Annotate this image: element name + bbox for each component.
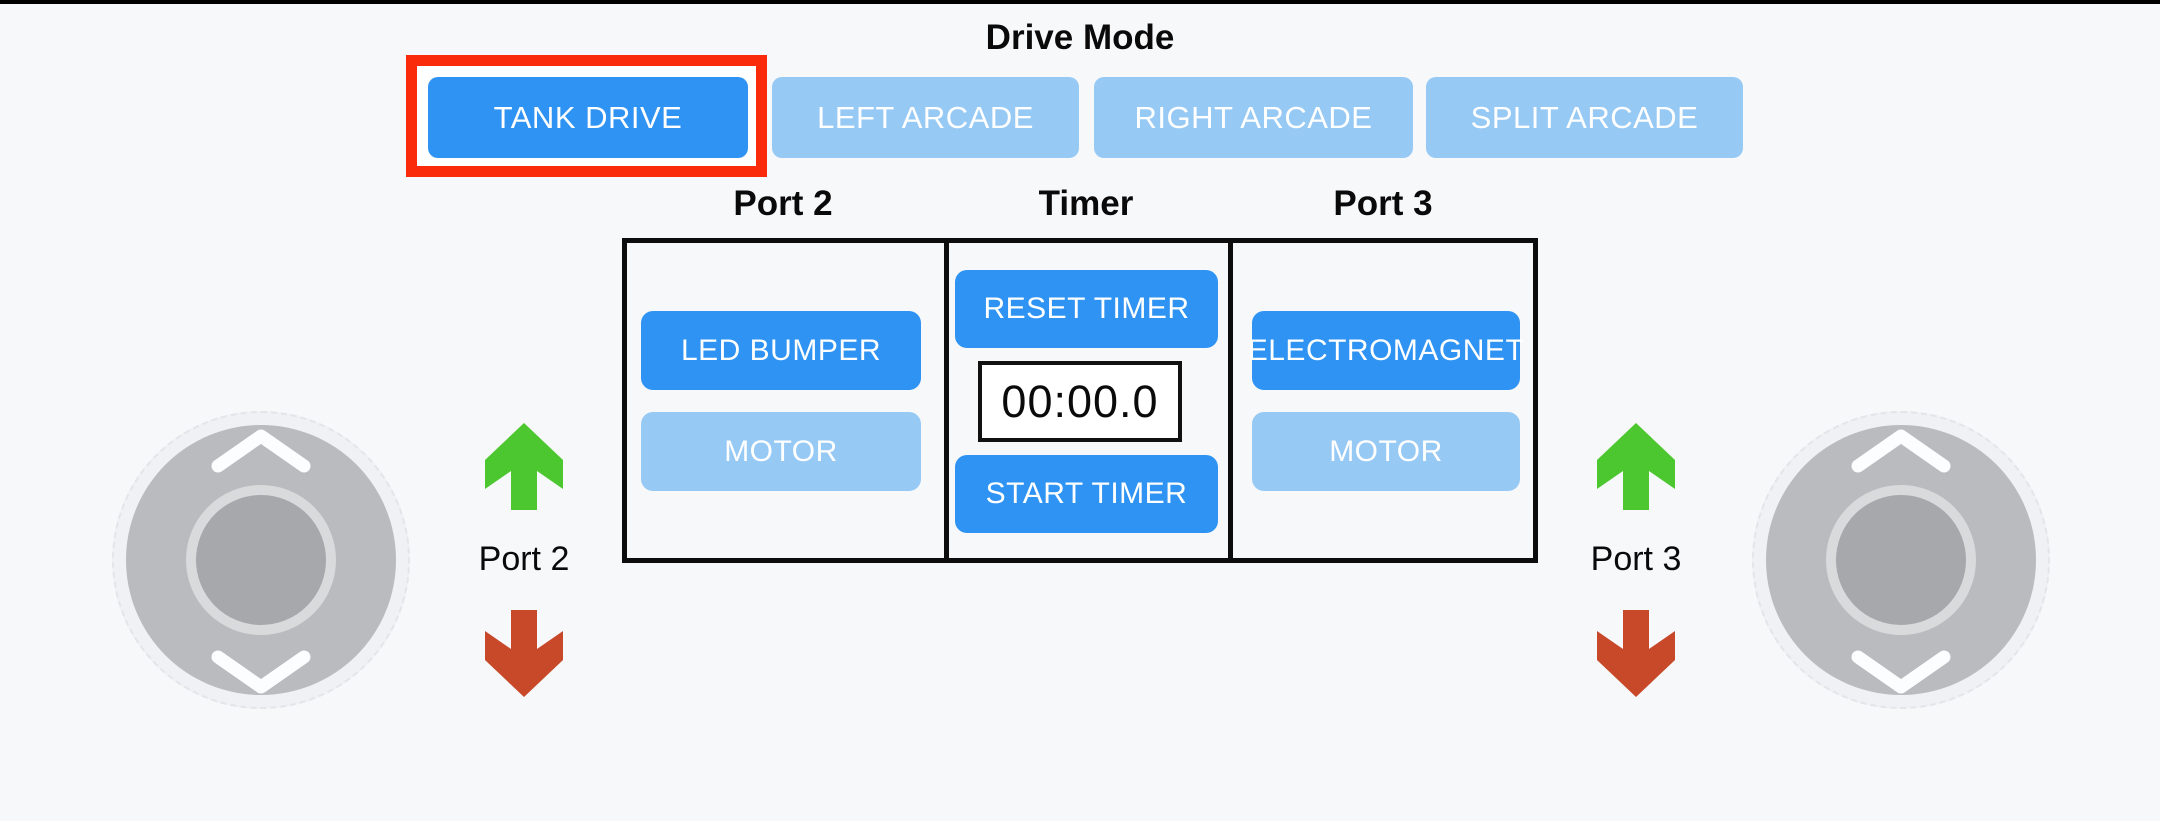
port2-stick-label: Port 2 (478, 540, 570, 578)
right-joystick-knob[interactable] (1826, 485, 1976, 635)
port3-down-arrow-icon (1597, 610, 1675, 697)
left-arcade-button[interactable]: LEFT ARCADE (772, 77, 1079, 158)
left-joystick-knob[interactable] (186, 485, 336, 635)
port2-up-arrow-icon (485, 423, 563, 510)
table-divider-right (1228, 238, 1233, 563)
port2-column-header: Port 2 (733, 184, 833, 223)
reset-timer-button[interactable]: RESET TIMER (955, 270, 1218, 348)
timer-display: 00:00.0 (978, 361, 1182, 442)
chevron-down-icon (206, 645, 316, 695)
chevron-up-icon (206, 428, 316, 478)
chevron-down-icon (1846, 645, 1956, 695)
port2-down-arrow-icon (485, 610, 563, 697)
port3-stick-label: Port 3 (1590, 540, 1682, 578)
electromagnet-button[interactable]: ELECTROMAGNET (1248, 311, 1524, 390)
chevron-up-icon (1846, 428, 1956, 478)
tank-drive-button[interactable]: TANK DRIVE (428, 77, 748, 158)
left-joystick[interactable] (112, 411, 410, 709)
port3-up-arrow-icon (1597, 423, 1675, 510)
drive-mode-title: Drive Mode (985, 18, 1175, 57)
split-arcade-button[interactable]: SPLIT ARCADE (1426, 77, 1743, 158)
port2-motor-button[interactable]: MOTOR (641, 412, 921, 491)
start-timer-button[interactable]: START TIMER (955, 455, 1218, 533)
table-divider-left (944, 238, 949, 563)
timer-column-header: Timer (1038, 184, 1134, 223)
port3-column-header: Port 3 (1333, 184, 1433, 223)
right-arcade-button[interactable]: RIGHT ARCADE (1094, 77, 1413, 158)
led-bumper-button[interactable]: LED BUMPER (641, 311, 921, 390)
right-joystick[interactable] (1752, 411, 2050, 709)
top-window-edge (0, 0, 2160, 4)
port3-motor-button[interactable]: MOTOR (1252, 412, 1520, 491)
